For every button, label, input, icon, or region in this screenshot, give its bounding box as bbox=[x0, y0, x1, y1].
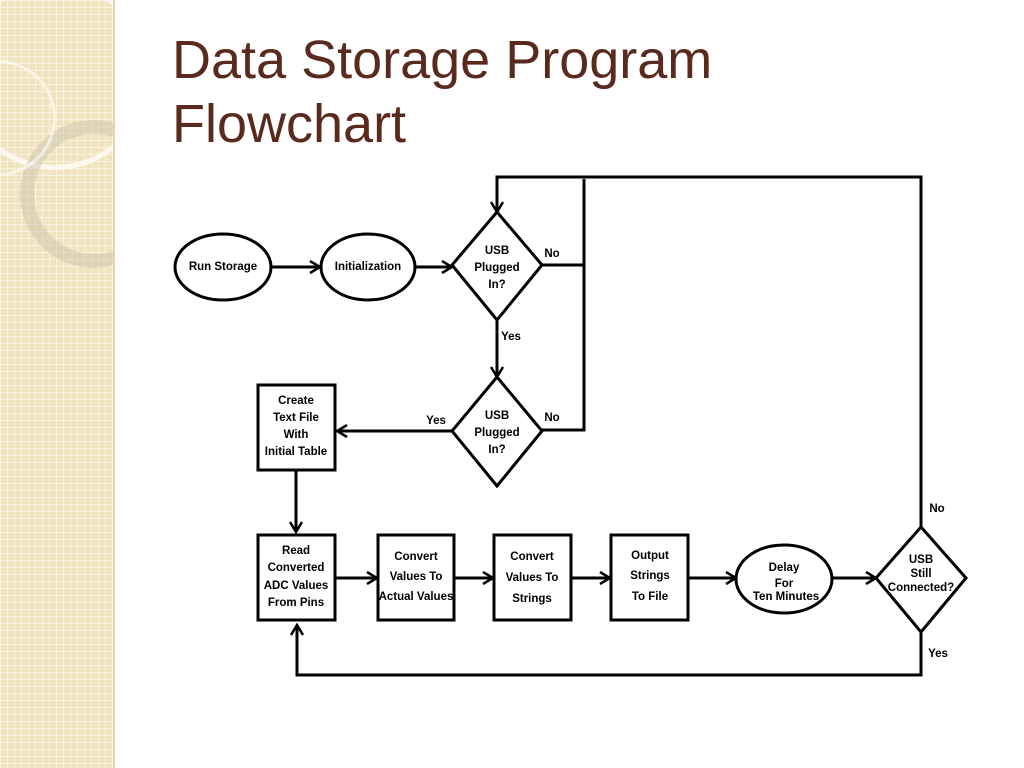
process-ellipse bbox=[734, 543, 834, 615]
node-label: Still bbox=[910, 568, 931, 580]
node-label: USB bbox=[909, 554, 933, 566]
edge-label-yes: Yes bbox=[928, 648, 948, 660]
node-delay: Delay For Ten Minutes bbox=[734, 543, 834, 615]
decision-diamond bbox=[450, 209, 544, 323]
node-label: From Pins bbox=[268, 597, 324, 609]
node-label: Values To bbox=[390, 571, 443, 583]
node-label: Connected? bbox=[888, 582, 954, 594]
node-create-text-file: Create Text File With Initial Table bbox=[256, 383, 337, 472]
node-label: In? bbox=[488, 279, 505, 291]
node-initialization: Initialization bbox=[319, 232, 417, 302]
edge-labels: No Yes Yes No No Yes bbox=[426, 248, 948, 660]
node-label: To File bbox=[632, 591, 668, 603]
connector-lines bbox=[271, 175, 923, 677]
process-box bbox=[256, 383, 337, 472]
node-label: Convert bbox=[510, 551, 554, 563]
node-label: For bbox=[775, 578, 794, 590]
node-label: Plugged bbox=[474, 427, 519, 439]
decision-usb-plugged-1: USB Plugged In? bbox=[450, 209, 544, 323]
process-box bbox=[256, 533, 337, 622]
node-label: Actual Values bbox=[379, 591, 454, 603]
process-box bbox=[376, 533, 456, 622]
node-label: USB bbox=[485, 410, 509, 422]
edge-label-yes: Yes bbox=[501, 331, 521, 343]
node-label: ADC Values bbox=[264, 580, 329, 592]
node-label: Initialization bbox=[335, 261, 401, 273]
process-ellipse bbox=[319, 232, 417, 302]
page-title: Data Storage Program Flowchart bbox=[172, 28, 712, 156]
edge-label-no: No bbox=[544, 412, 559, 424]
process-box bbox=[492, 533, 573, 622]
node-label: Values To bbox=[506, 572, 559, 584]
node-label: Read bbox=[282, 545, 310, 557]
edge-label-no: No bbox=[544, 248, 559, 260]
title-line-2: Flowchart bbox=[172, 94, 407, 154]
node-label: Converted bbox=[268, 562, 325, 574]
line-still-no-loop bbox=[497, 175, 923, 527]
terminal-ellipse bbox=[173, 232, 273, 302]
edge-label-yes: Yes bbox=[426, 415, 446, 427]
node-label: Plugged bbox=[474, 262, 519, 274]
decision-usb-plugged-2: USB Plugged In? bbox=[450, 374, 544, 489]
node-label: Text File bbox=[273, 412, 319, 424]
decorative-side-strip bbox=[0, 0, 115, 768]
node-label: USB bbox=[485, 245, 509, 257]
decision-diamond bbox=[874, 524, 968, 635]
node-convert-strings: Convert Values To Strings bbox=[492, 533, 573, 622]
node-label: With bbox=[284, 429, 309, 441]
decision-diamond bbox=[450, 374, 544, 489]
node-label: In? bbox=[488, 444, 505, 456]
node-label: Output bbox=[631, 550, 669, 562]
node-label: Delay bbox=[769, 562, 800, 574]
line-still-yes-loop bbox=[297, 625, 923, 677]
node-label: Strings bbox=[512, 593, 552, 605]
node-label: Strings bbox=[630, 570, 670, 582]
node-label: Run Storage bbox=[189, 261, 257, 273]
line-usb2-no bbox=[542, 179, 586, 432]
node-convert-actual-values: Convert Values To Actual Values bbox=[376, 533, 456, 622]
title-line-1: Data Storage Program bbox=[172, 30, 713, 90]
edge-label-no: No bbox=[929, 503, 944, 515]
node-read-adc: Read Converted ADC Values From Pins bbox=[256, 533, 337, 622]
node-label: Convert bbox=[394, 551, 438, 563]
decision-usb-still-connected: USB Still Connected? bbox=[874, 524, 968, 635]
node-output-strings: Output Strings To File bbox=[609, 533, 690, 622]
node-label: Create bbox=[278, 395, 314, 407]
node-label: Ten Minutes bbox=[753, 591, 819, 603]
node-label: Initial Table bbox=[265, 446, 327, 458]
process-box bbox=[609, 533, 690, 622]
node-run-storage: Run Storage bbox=[173, 232, 273, 302]
